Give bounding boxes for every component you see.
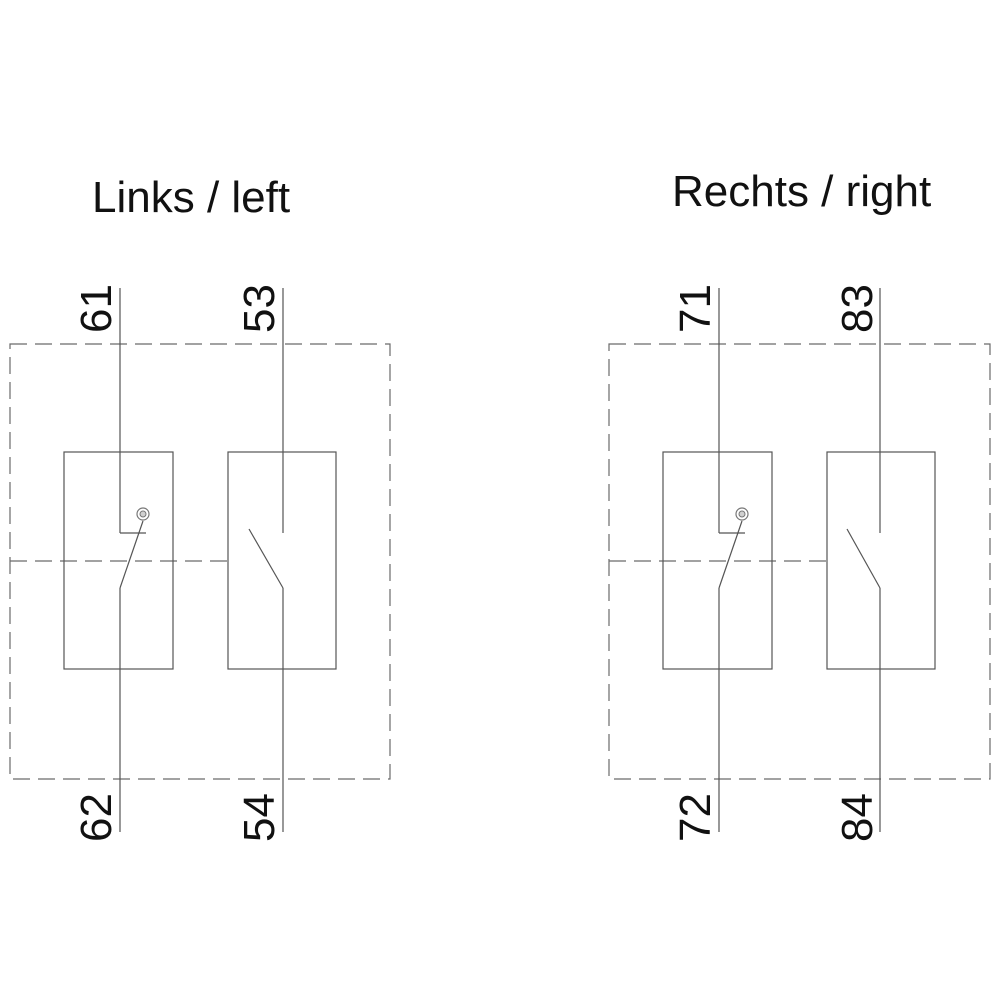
terminal-label-62: 62 [72,793,121,842]
terminal-label-83: 83 [833,284,882,333]
right-nc-pivot-inner [738,510,746,518]
left-no-contact-box [227,451,337,670]
right-no-switch-blade [846,528,881,589]
terminal-label-61: 61 [72,284,121,333]
terminal-label-71: 71 [671,284,720,333]
left-no-contact [227,288,337,832]
terminal-label-53: 53 [235,284,284,333]
left-nc-switch-blade [119,520,144,589]
left-contact-block: Links / left 61 53 62 54 [9,173,391,842]
right-nc-switch-blade [718,520,743,589]
right-no-contact [826,288,936,832]
right-contact-block: Rechts / right 71 83 72 84 [608,167,991,842]
terminal-label-72: 72 [671,793,720,842]
left-nc-pivot-inner [139,510,147,518]
right-block-title: Rechts / right [672,167,931,216]
left-block-title: Links / left [92,173,290,222]
terminal-label-54: 54 [235,793,284,842]
left-nc-contact-box [63,451,174,670]
right-nc-contact-box [662,451,773,670]
left-nc-contact [63,288,174,832]
left-no-switch-blade [248,528,284,589]
right-nc-contact [662,288,773,832]
right-no-contact-box [826,451,936,670]
terminal-label-84: 84 [833,793,882,842]
